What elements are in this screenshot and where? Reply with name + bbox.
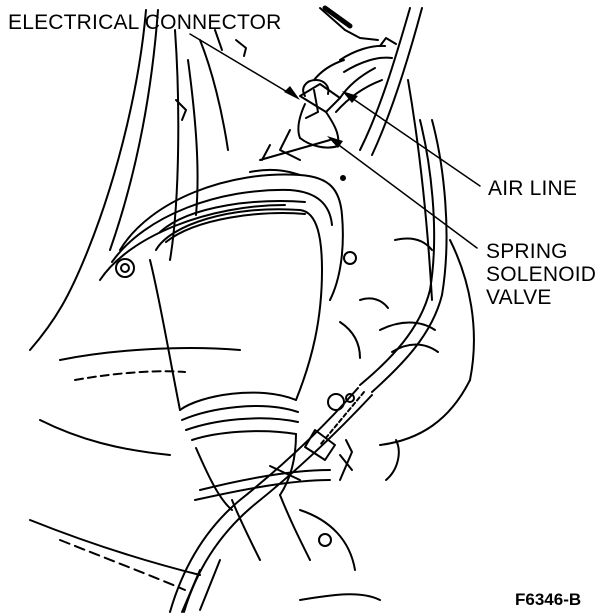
figure-code: F6346-B xyxy=(515,590,582,609)
wheel-well-outline xyxy=(30,10,246,590)
spring-solenoid-valve-label-line2: SOLENOID xyxy=(486,263,597,286)
electrical-connector-label: ELECTRICAL CONNECTOR xyxy=(8,11,282,34)
spring-solenoid-valve-label-line1: SPRING xyxy=(486,240,568,263)
spring-solenoid-valve-label-line3: VALVE xyxy=(486,286,552,309)
upper-mount-bracket xyxy=(100,140,356,300)
leader-solenoid-valve xyxy=(332,140,477,248)
air-spring-bellows xyxy=(150,201,322,510)
electrical-connector-plug xyxy=(303,38,396,96)
air-line-label: AIR LINE xyxy=(488,177,578,200)
leader-arrowheads xyxy=(284,86,358,148)
leader-electrical-connector xyxy=(190,34,294,96)
leader-lines xyxy=(190,34,480,248)
frame-rail xyxy=(320,8,474,480)
air-line-hose xyxy=(170,8,447,612)
leader-air-line xyxy=(346,94,480,186)
